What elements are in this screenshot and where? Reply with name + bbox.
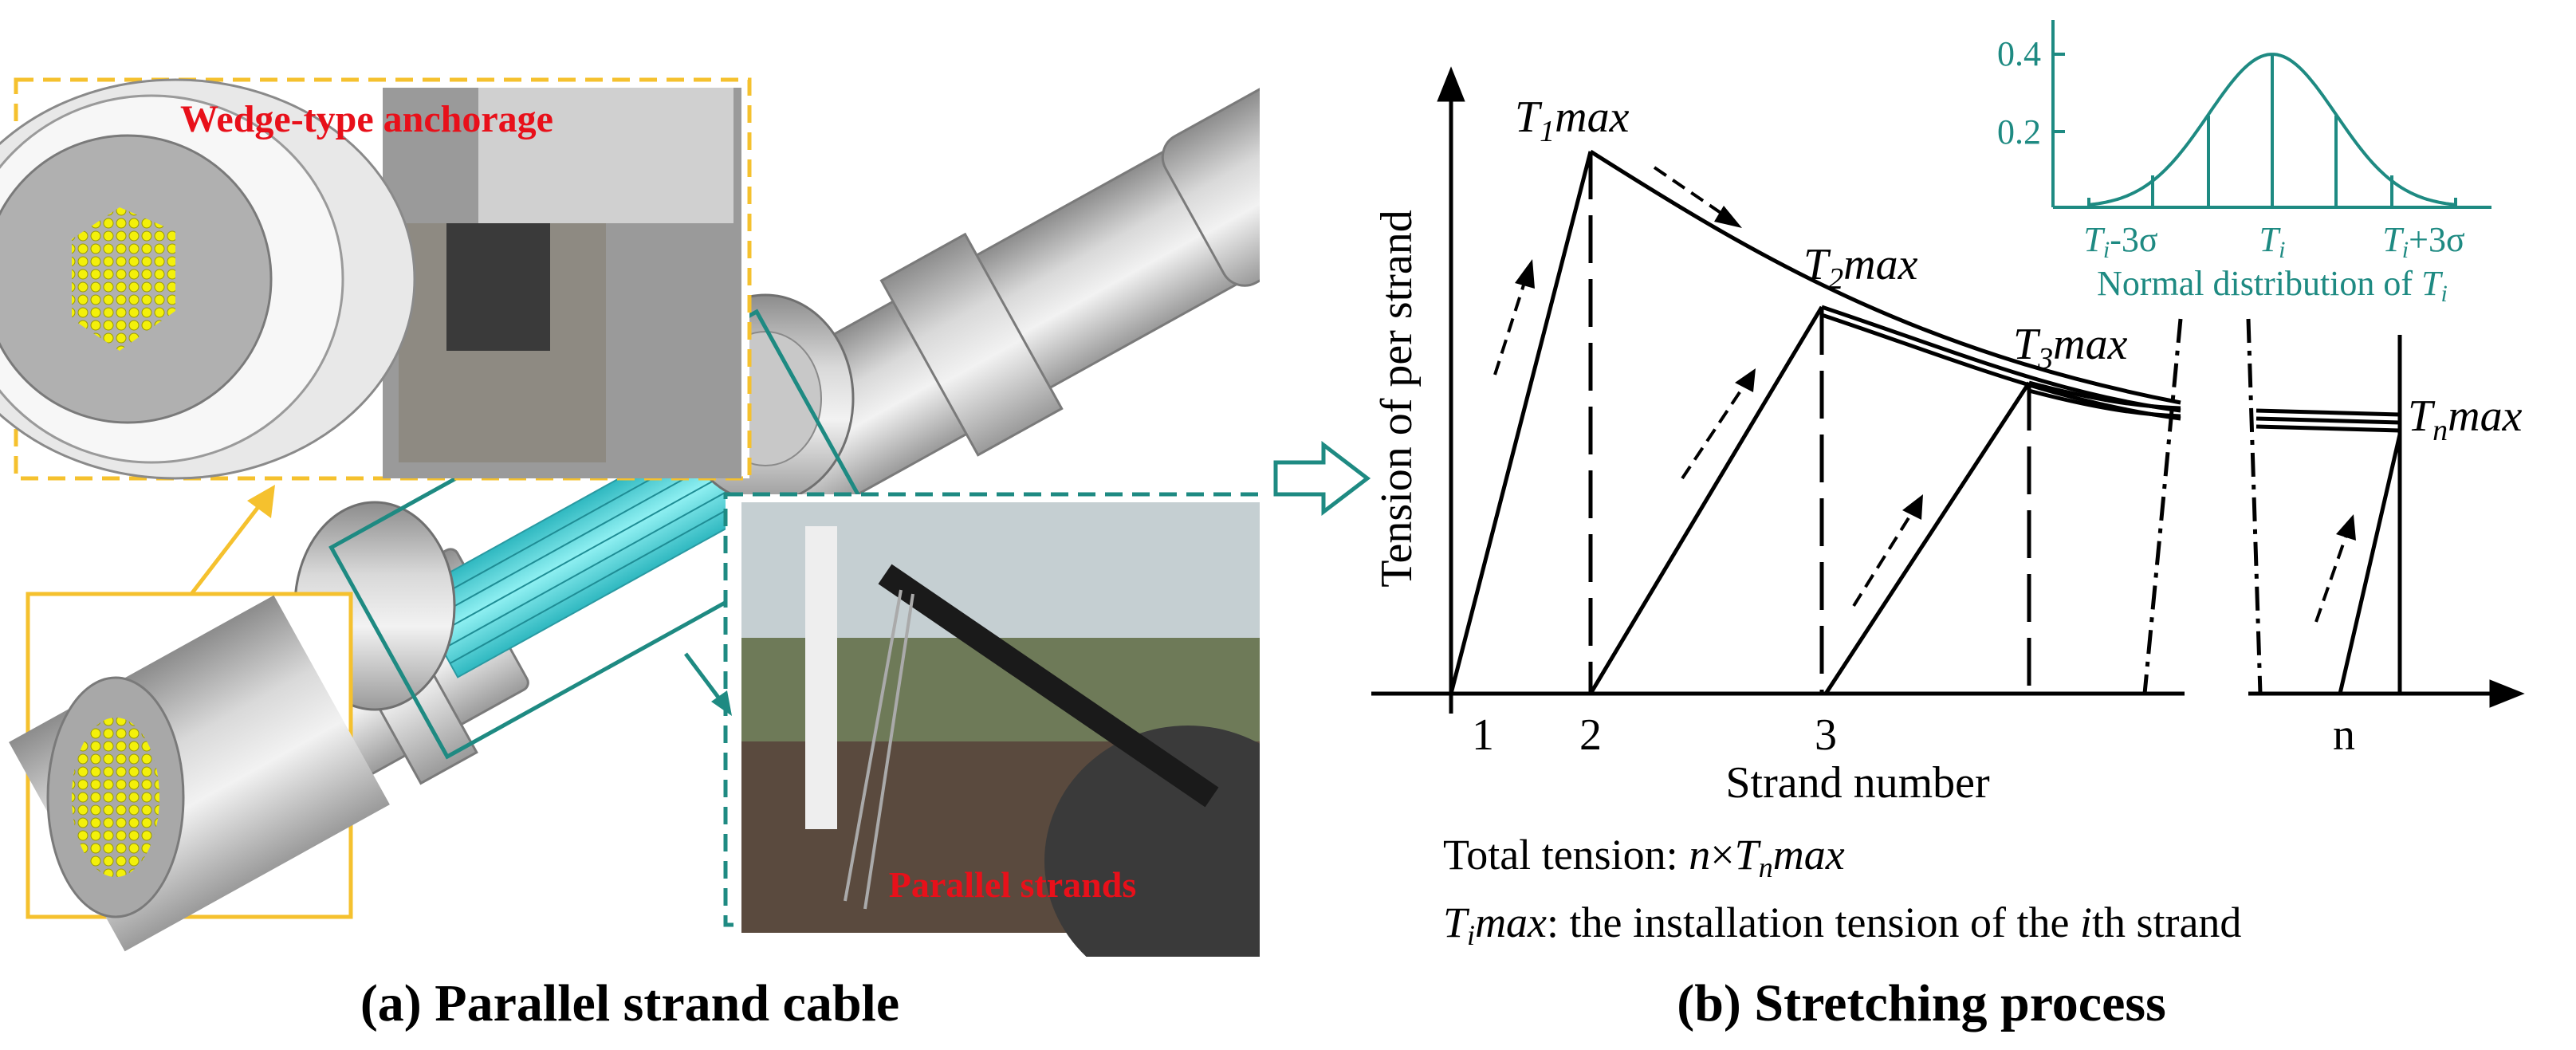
y-axis-label: Tension of per strand	[1372, 210, 1422, 588]
inset-ytick-02: 0.2	[1997, 112, 2041, 151]
normal-distribution-inset: 0.4 0.2 Ti-3σ Ti Ti+3σ Normal distributi…	[1997, 20, 2491, 307]
loading-arrow-1	[1493, 274, 1528, 376]
anchorage-strand-cluster	[72, 207, 175, 351]
inset-ytick-04: 0.4	[1997, 34, 2041, 73]
inset-title: Normal distribution of Ti	[2097, 264, 2448, 307]
anchorage-inset: Wedge-type anchorage	[0, 77, 752, 481]
tick-1: 1	[1472, 710, 1494, 760]
panel-b-labels: Tension of per strand Strand number 1 2 …	[1372, 92, 2523, 1032]
strand-1-rise	[1449, 151, 1593, 694]
total-tension-line: Total tension: n×Tnmax	[1443, 831, 1845, 883]
strands-label: Parallel strands	[889, 864, 1136, 905]
gold-connector-arrow	[190, 499, 265, 596]
anchorage-label: Wedge-type anchorage	[180, 98, 553, 140]
x-axis-label: Strand number	[1725, 758, 1990, 808]
peak-label-1: T1max	[1515, 92, 1630, 148]
tick-3: 3	[1815, 710, 1837, 760]
strand-2-rise	[1588, 305, 1824, 695]
relax-arrow	[1653, 166, 1732, 221]
loading-arrow-n	[2314, 529, 2350, 623]
strand-n-rise	[2338, 434, 2402, 694]
definition-line: Timax: the installation tension of the i…	[1443, 899, 2241, 951]
panel-b-caption: (b) Stretching process	[1677, 974, 2166, 1032]
peak-label-2: T2max	[1803, 240, 1918, 296]
panel-b	[1371, 66, 2525, 714]
teal-connector-arrow	[684, 652, 723, 703]
tick-2: 2	[1579, 710, 1602, 760]
cross-section-strand-cluster	[72, 718, 159, 877]
inset-xtick-plus: Ti+3σ	[2382, 220, 2465, 263]
peak-label-3: T3max	[2013, 320, 2128, 376]
inset-xtick-mid: Ti	[2259, 220, 2286, 263]
panel-a-caption: (a) Parallel strand cable	[360, 974, 899, 1032]
cross-section-inset	[9, 592, 390, 952]
panel-transition-arrow	[1273, 440, 1371, 517]
axis-break-left	[2142, 318, 2183, 694]
strands-photo-inset: Parallel strands	[723, 492, 1260, 957]
tick-n: n	[2333, 710, 2355, 760]
panel-a: Wedge-type anchorage Parallel strands	[0, 73, 1260, 957]
loading-arrow-2	[1681, 381, 1748, 480]
strand-3-rise	[1823, 381, 2031, 695]
peak-label-n: Tnmax	[2408, 391, 2523, 447]
axis-break-right	[2246, 318, 2263, 694]
loading-arrow-3	[1852, 509, 1915, 608]
inset-xtick-minus: Ti-3σ	[2083, 220, 2157, 263]
relaxation-curve-1	[1589, 149, 2181, 405]
